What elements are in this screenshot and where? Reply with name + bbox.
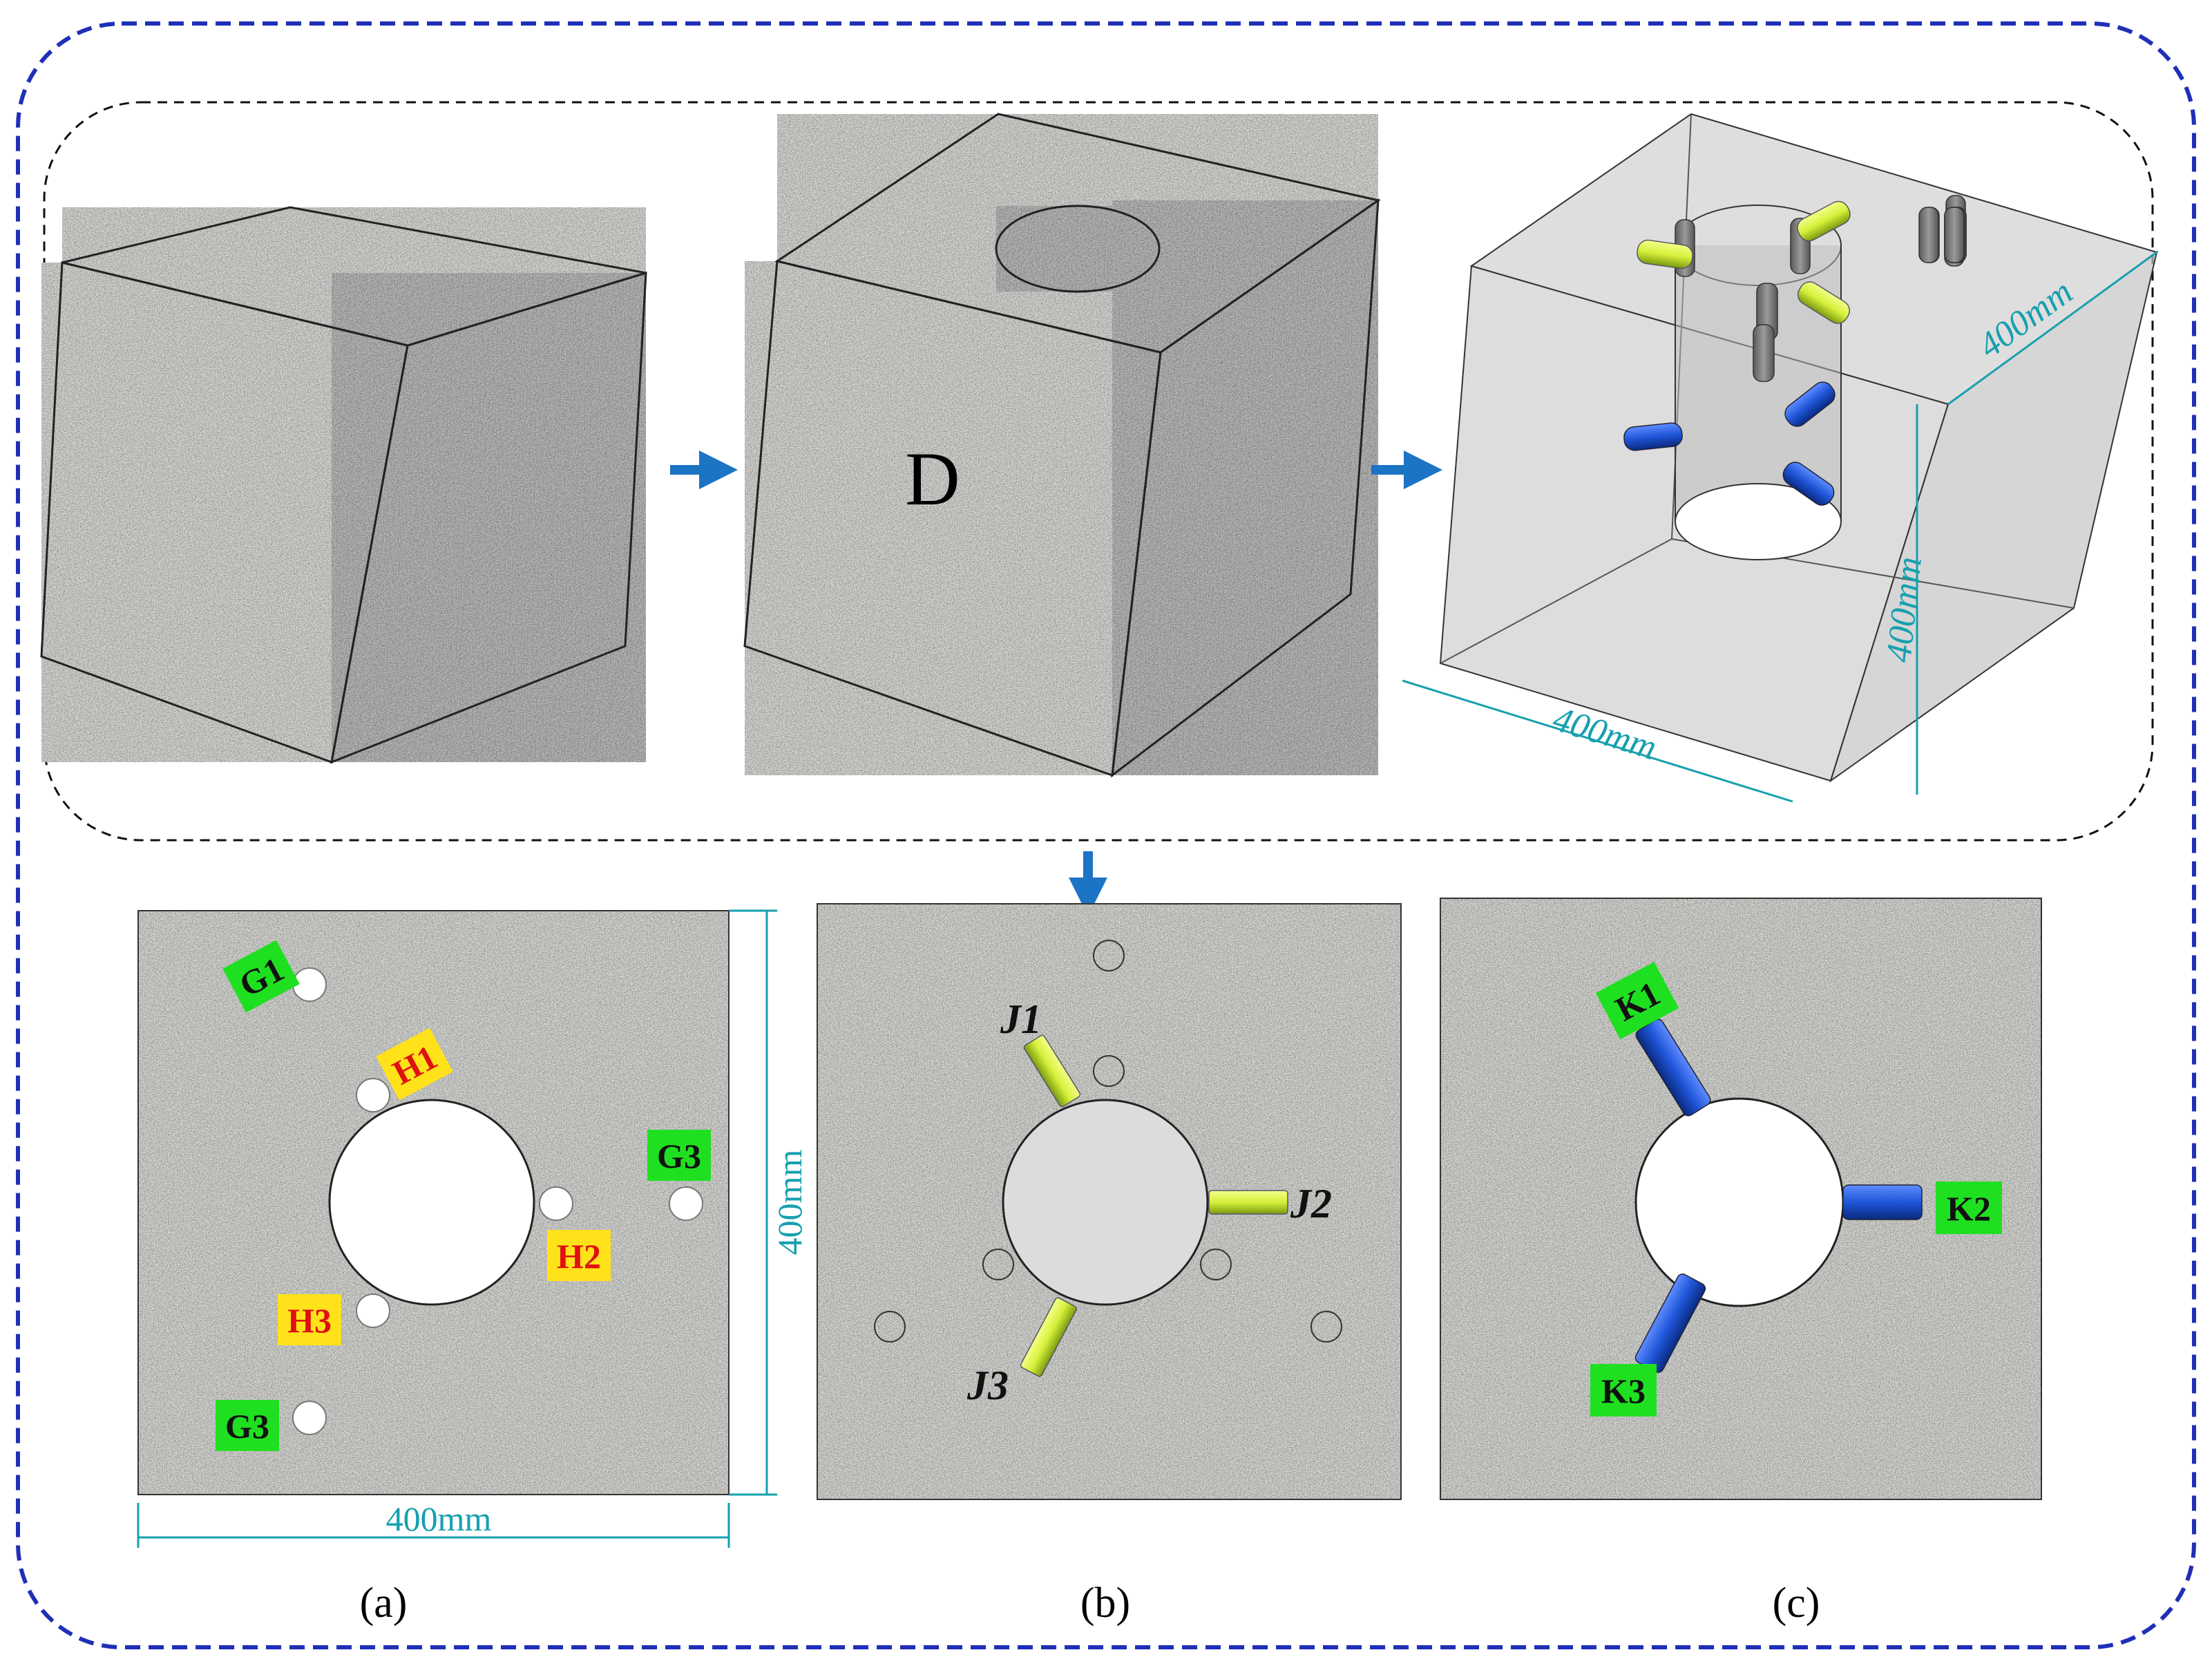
caption-b: (b) <box>1080 1580 1130 1627</box>
svg-text:K3: K3 <box>1601 1372 1646 1410</box>
caption-a: (a) <box>360 1580 408 1627</box>
marker-G1: G1 <box>222 940 300 1013</box>
marker-H1: H1 <box>376 1027 453 1101</box>
transparent-cube-model <box>1439 113 2159 783</box>
marker-G3-bottom: G3 <box>216 1400 279 1451</box>
monitoring-hole <box>1310 1311 1342 1343</box>
monitoring-hole <box>1200 1249 1232 1280</box>
panel-a: G1 H1 G3 H2 H3 G3 <box>137 910 730 1495</box>
yellow-pipe-J2 <box>1208 1190 1288 1215</box>
dimension-lines-cube <box>1402 251 2157 803</box>
yellow-pipe-J3 <box>1020 1297 1078 1377</box>
monitoring-hole <box>669 1186 703 1221</box>
svg-text:G3: G3 <box>657 1137 701 1175</box>
caption-c: (c) <box>1773 1580 1820 1627</box>
yellow-pipe <box>1637 239 1693 269</box>
panel-c: K1 K2 K3 <box>1440 898 2042 1500</box>
blue-pipe <box>1782 462 1835 506</box>
monitoring-hole <box>1918 207 1939 263</box>
top-row-frame <box>43 101 2154 842</box>
blue-pipe <box>1623 422 1683 451</box>
marker-H3: H3 <box>278 1294 341 1345</box>
marker-J2: J2 <box>1290 1181 1332 1226</box>
central-borehole <box>328 1099 535 1306</box>
marker-G3-right: G3 <box>647 1130 711 1181</box>
panel-a-height-dimension: 400mm <box>770 1150 809 1255</box>
monitoring-hole <box>1944 207 1965 263</box>
panel-a-dimensions <box>137 909 777 1548</box>
marker-J3: J3 <box>966 1363 1009 1408</box>
yellow-pipe-J1 <box>1023 1034 1081 1108</box>
svg-text:H2: H2 <box>557 1237 601 1276</box>
monitoring-hole <box>1753 324 1775 382</box>
monitoring-hole <box>982 1249 1014 1280</box>
svg-text:G3: G3 <box>225 1407 269 1446</box>
monitoring-hole <box>356 1078 390 1112</box>
monitoring-hole <box>292 1401 327 1435</box>
cube-with-borehole <box>743 113 1381 778</box>
solid-cube <box>40 206 647 764</box>
marker-H2: H2 <box>547 1230 611 1281</box>
yellow-pipe <box>1797 281 1851 324</box>
monitoring-hole <box>539 1186 573 1221</box>
blue-pipe <box>1784 381 1836 427</box>
central-borehole <box>1634 1097 1844 1307</box>
monitoring-hole <box>874 1311 906 1343</box>
monitoring-hole <box>1093 940 1125 972</box>
marker-K3: K3 <box>1590 1364 1657 1416</box>
svg-text:K2: K2 <box>1947 1189 1991 1228</box>
yellow-pipe <box>1797 200 1851 242</box>
middle-cube-label: D <box>905 437 960 521</box>
monitoring-hole <box>356 1293 390 1328</box>
marker-K2: K2 <box>1936 1182 2002 1234</box>
svg-text:H3: H3 <box>287 1301 332 1340</box>
marker-K1: K1 <box>1595 961 1679 1040</box>
blue-pipe-K1 <box>1635 1018 1711 1117</box>
blue-pipe-K2 <box>1842 1184 1923 1220</box>
marker-J1: J1 <box>1000 996 1042 1042</box>
panel-a-width-dimension: 400mm <box>386 1499 492 1538</box>
central-borehole <box>1002 1099 1209 1306</box>
panel-b: J1 J2 J3 <box>817 903 1402 1500</box>
monitoring-hole <box>1093 1055 1125 1087</box>
